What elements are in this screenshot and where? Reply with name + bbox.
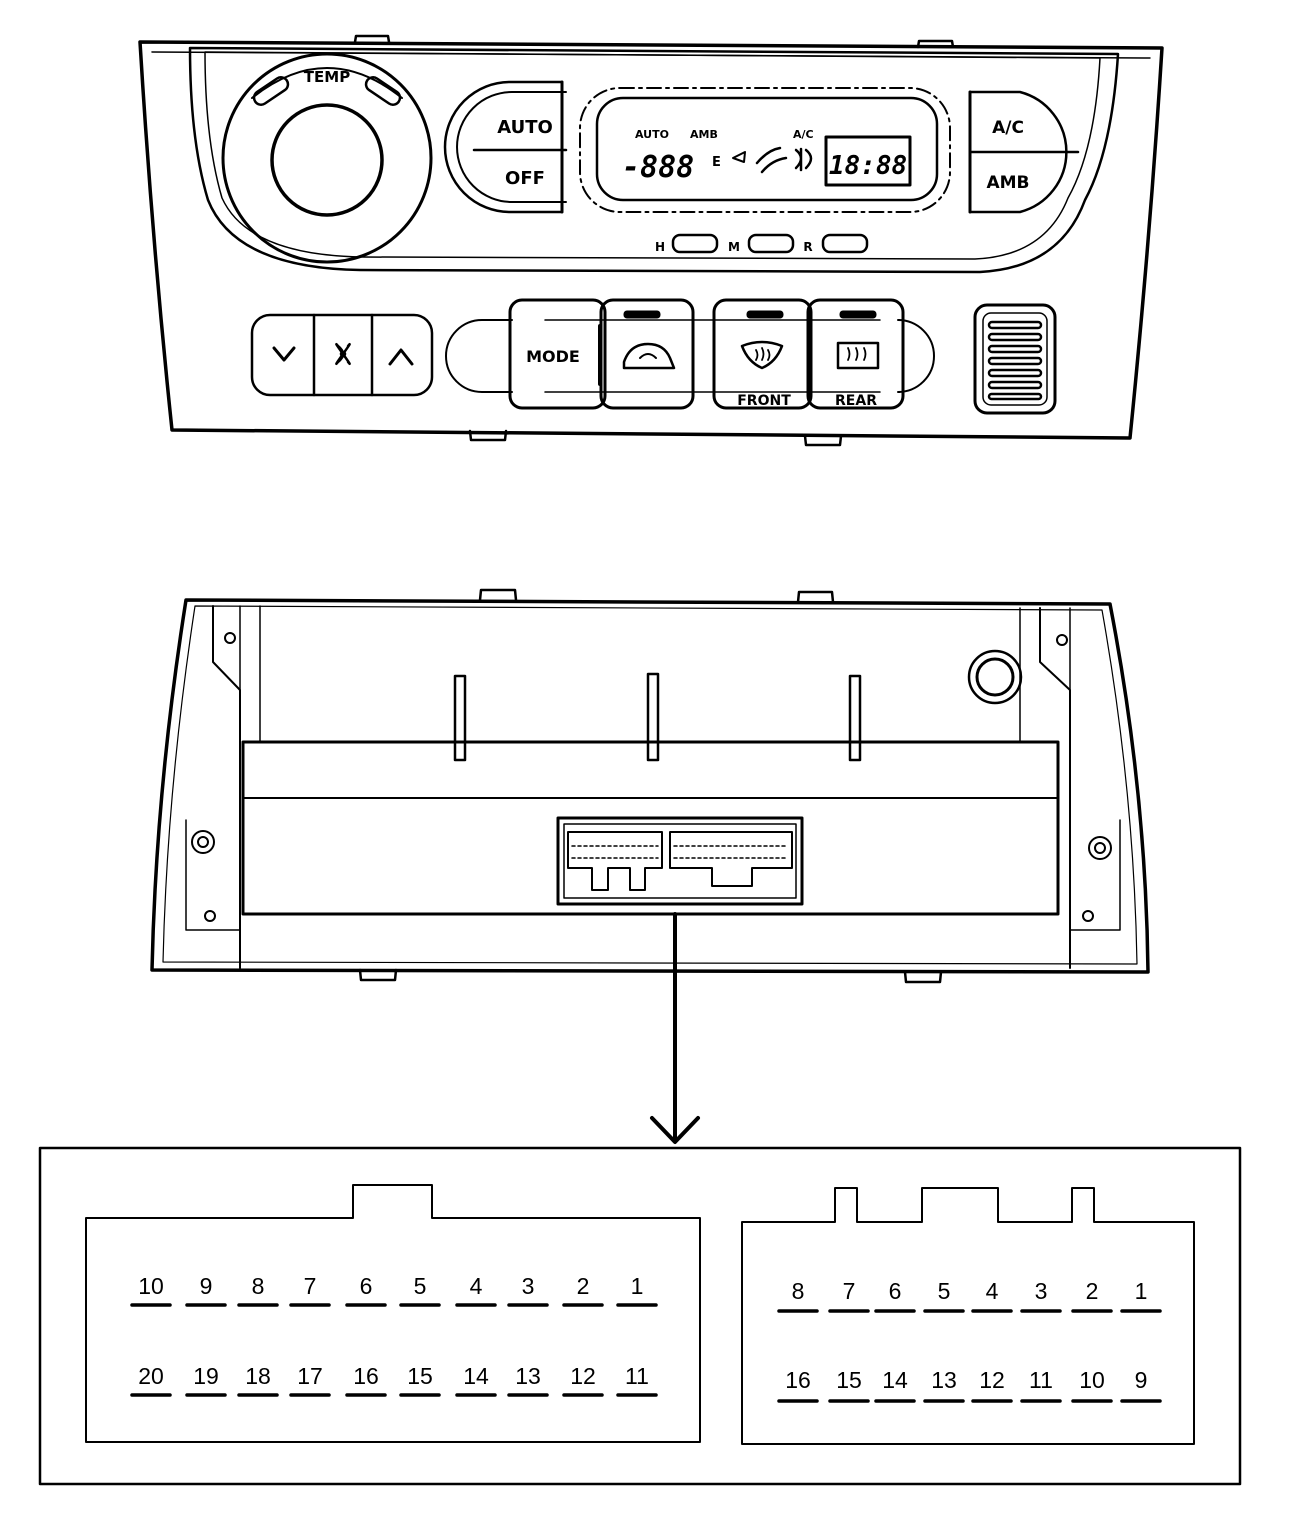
pin-number: 6	[889, 1278, 902, 1304]
ac-button[interactable]: A/C	[992, 118, 1024, 138]
mode-button[interactable]: MODE	[526, 347, 580, 366]
amb-button[interactable]: AMB	[986, 173, 1029, 193]
fan-down-icon[interactable]	[272, 346, 296, 362]
pin-number: 16	[785, 1367, 811, 1393]
right-connector-bottom-row: 16 15 14 13 12 11 10 9	[777, 1367, 1162, 1403]
pin-number: 7	[843, 1278, 856, 1304]
auto-button[interactable]: AUTO	[497, 117, 553, 138]
lcd-auto-indicator: AUTO	[635, 128, 669, 141]
pin-number: 10	[1079, 1367, 1105, 1393]
rear-housing	[150, 588, 1150, 1144]
left-connector-top-row: 10 9 8 7 6 5 4 3 2 1	[130, 1273, 658, 1307]
pin-number: 7	[304, 1273, 317, 1299]
indicator-r-label: R	[803, 240, 812, 254]
pin-number: 18	[245, 1363, 271, 1389]
lcd-ac-indicator: A/C	[793, 128, 814, 141]
pin-number: 12	[570, 1363, 596, 1389]
right-connector-top-row: 8 7 6 5 4 3 2 1	[777, 1278, 1162, 1313]
left-connector-bottom-row: 20 19 18 17 16 15 14 13 12 11	[130, 1363, 658, 1397]
auto-off-button-group[interactable]	[443, 80, 568, 214]
pin-number: 11	[625, 1363, 649, 1389]
pin-number: 15	[836, 1367, 862, 1393]
temp-label: TEMP	[304, 68, 350, 86]
fan-icon	[335, 343, 351, 365]
pin-number: 5	[938, 1278, 951, 1304]
pin-number: 19	[193, 1363, 219, 1389]
lcd-e-indicator: E	[712, 155, 721, 170]
pin-number: 20	[138, 1363, 164, 1389]
lcd-temperature: -888	[622, 150, 694, 185]
pin-number: 16	[353, 1363, 379, 1389]
indicator-m-label: M	[728, 240, 740, 254]
indicator-h	[671, 233, 719, 254]
front-defrost-label: FRONT	[737, 393, 791, 409]
pin-number: 12	[979, 1367, 1005, 1393]
left-connector-outline	[85, 1184, 701, 1443]
front-defrost-icon[interactable]	[740, 340, 784, 370]
indicator-r	[821, 233, 869, 254]
pin-number: 2	[1086, 1278, 1099, 1304]
pin-number: 9	[1135, 1367, 1148, 1393]
indicator-m	[747, 233, 795, 254]
front-panel: TEMP AUTO OFF AUTO AMB A/C -888 E 18:88	[138, 34, 1164, 447]
pin-number: 14	[463, 1363, 489, 1389]
fan-up-icon[interactable]	[388, 348, 414, 366]
ac-amb-button-group[interactable]	[968, 90, 1080, 214]
pin-number: 5	[414, 1273, 427, 1299]
lcd-amb-indicator: AMB	[690, 128, 718, 141]
indicator-h-label: H	[655, 240, 665, 254]
ambient-sensor-grille	[973, 303, 1057, 415]
pin-number: 8	[252, 1273, 265, 1299]
pin-number: 10	[138, 1273, 164, 1299]
off-button[interactable]: OFF	[505, 168, 545, 189]
upper-bezel	[188, 46, 1120, 274]
rear-defrost-icon[interactable]	[836, 341, 880, 370]
pin-number: 8	[792, 1278, 805, 1304]
pin-number: 4	[470, 1273, 483, 1299]
pin-number: 1	[1135, 1278, 1148, 1304]
pin-number: 14	[882, 1367, 908, 1393]
pin-number: 11	[1029, 1367, 1053, 1393]
mode-defrost-group	[445, 298, 935, 410]
recirculation-icon[interactable]	[622, 342, 676, 370]
temp-knob[interactable]	[221, 52, 433, 264]
pin-number: 15	[407, 1363, 433, 1389]
pin-number: 3	[1035, 1278, 1048, 1304]
pin-number: 13	[515, 1363, 541, 1389]
right-connector-outline	[741, 1187, 1195, 1445]
board-connector	[556, 816, 804, 906]
pin-number: 17	[297, 1363, 323, 1389]
pin-number: 1	[631, 1273, 644, 1299]
pin-number: 6	[360, 1273, 373, 1299]
pin-number: 3	[522, 1273, 535, 1299]
pin-number: 9	[200, 1273, 213, 1299]
pin-number: 13	[931, 1367, 957, 1393]
rear-defrost-label: REAR	[835, 393, 877, 409]
lcd-display	[579, 87, 951, 213]
lcd-clock: 18:88	[829, 151, 907, 181]
fan-speed-rocker[interactable]	[250, 313, 434, 397]
connector-detail-frame	[38, 1146, 1242, 1486]
pin-number: 2	[577, 1273, 590, 1299]
pin-number: 4	[986, 1278, 999, 1304]
